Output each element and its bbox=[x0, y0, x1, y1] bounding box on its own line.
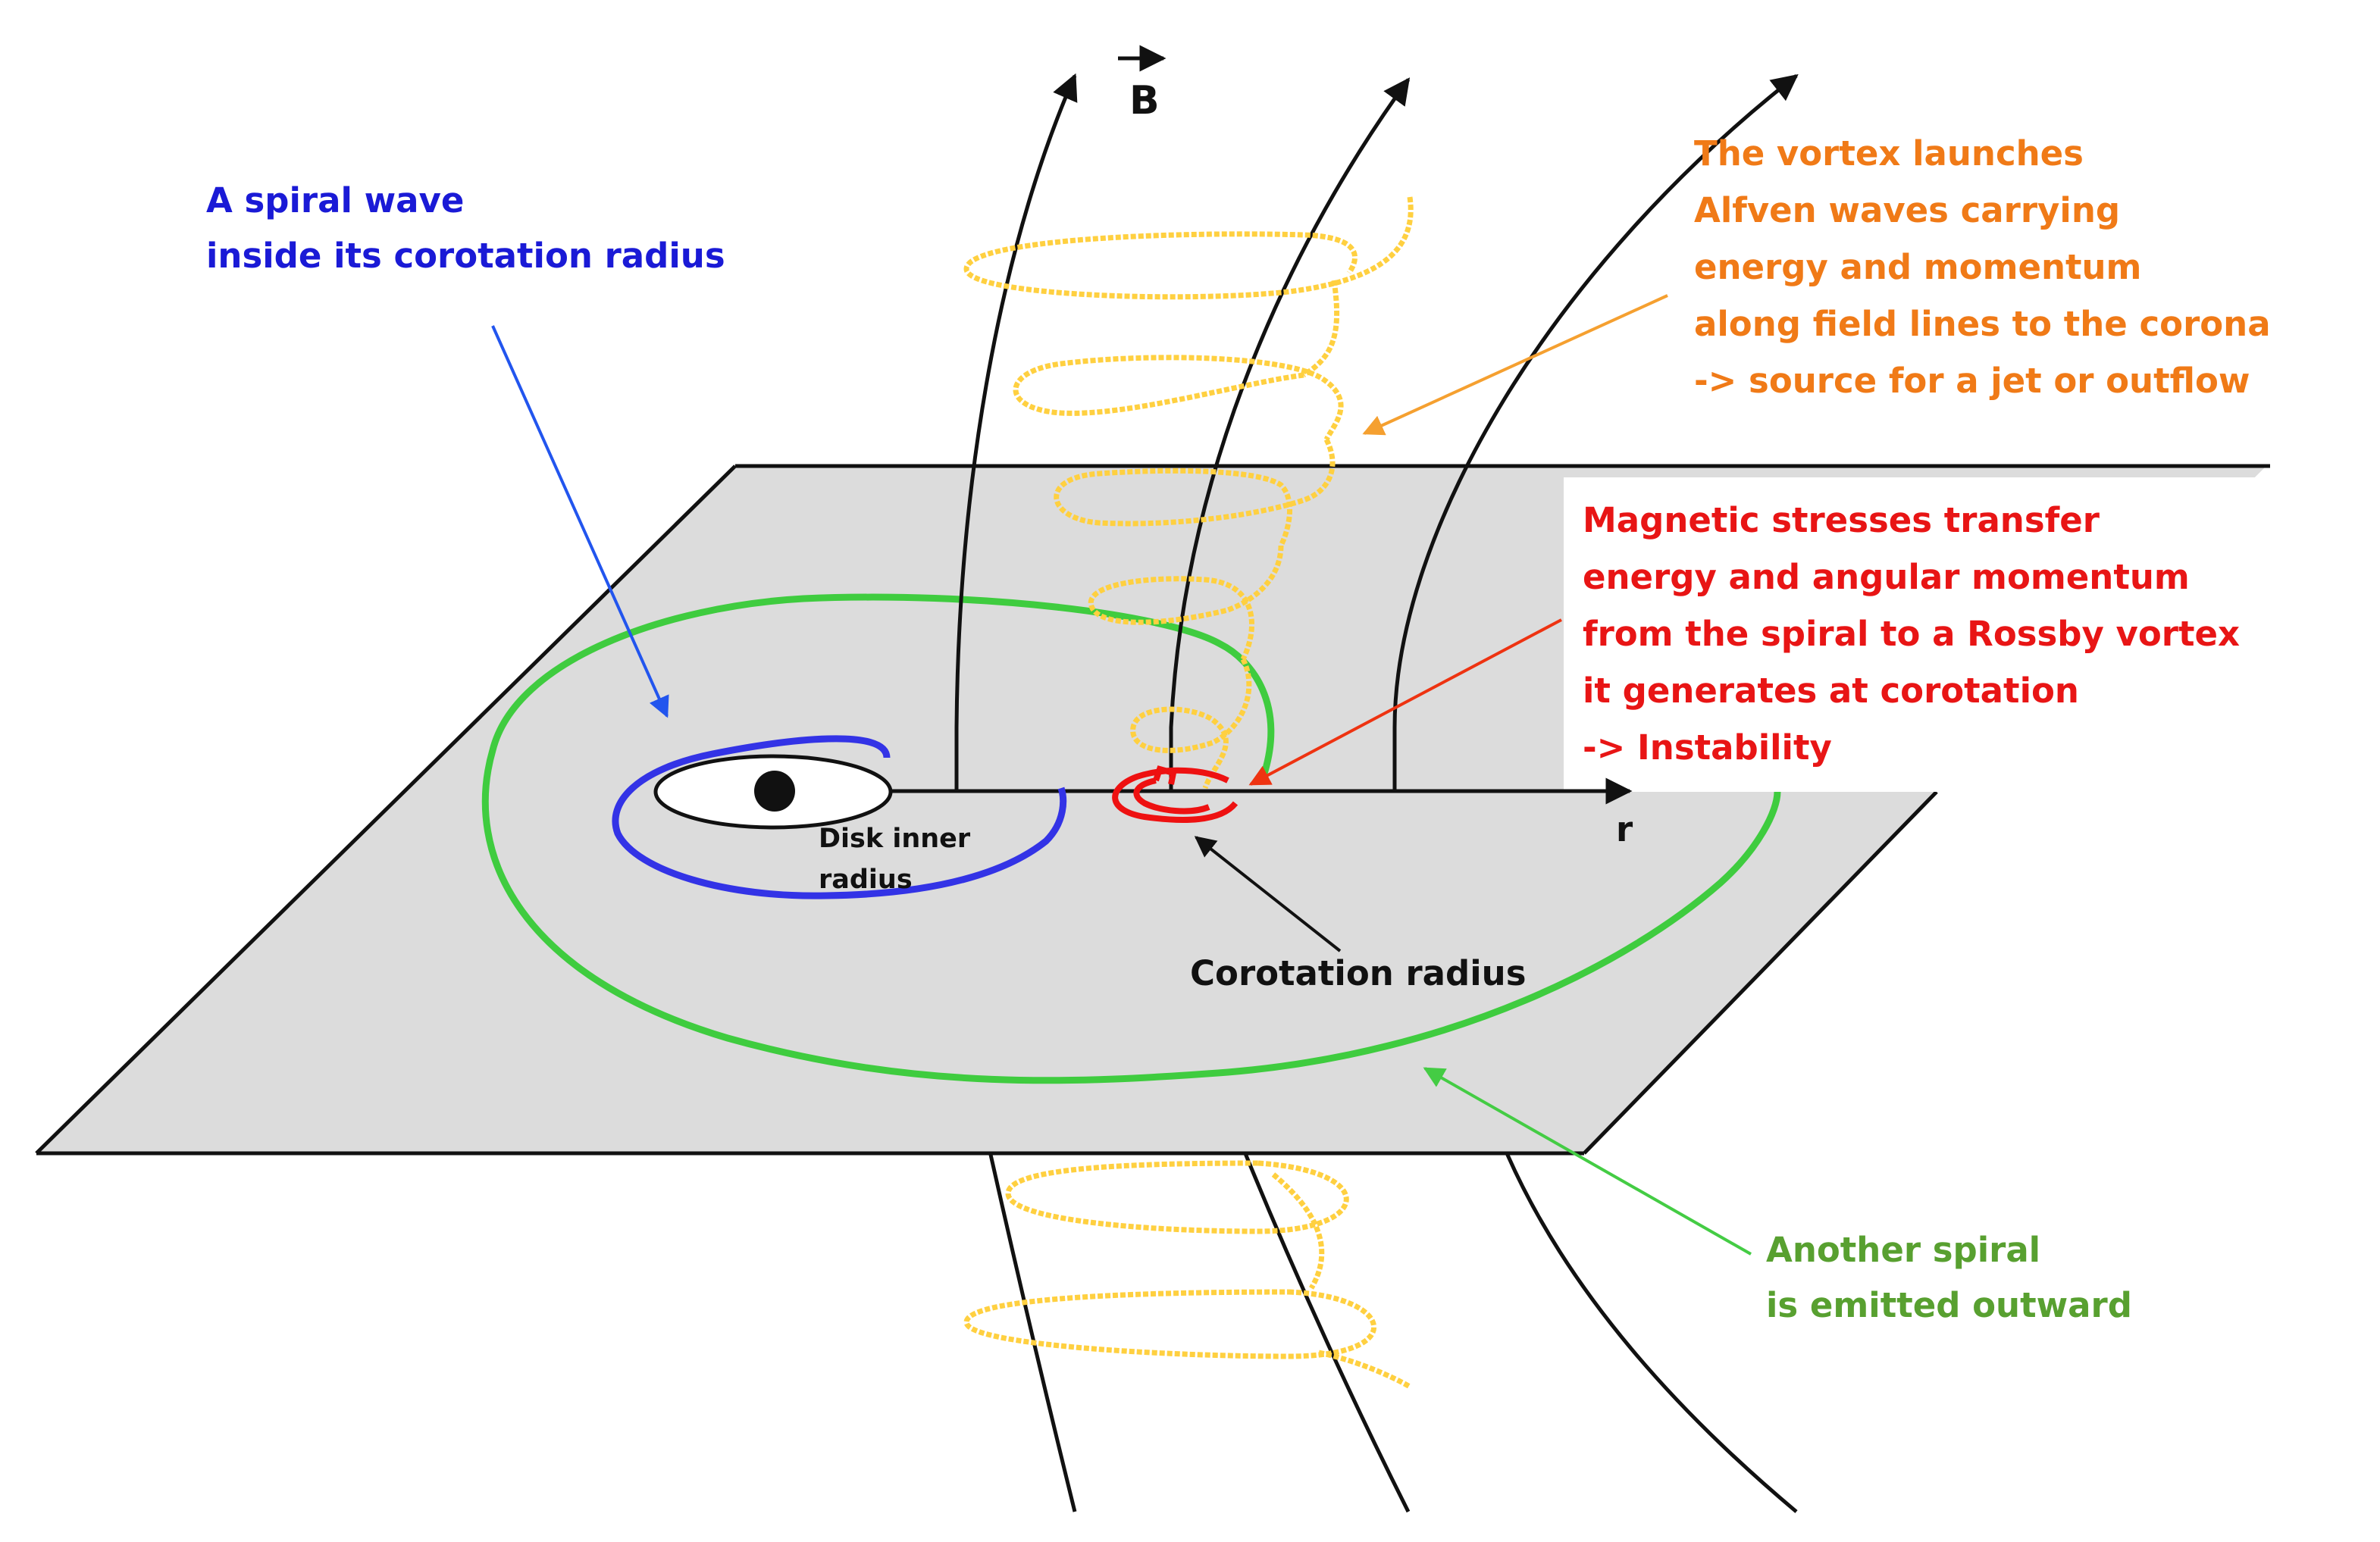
central-object bbox=[754, 771, 795, 812]
corotation-radius-label: Corotation radius bbox=[1190, 953, 1527, 993]
magnetic-label-box bbox=[1564, 477, 2369, 792]
alfven-waves-label: The vortex launches Alfven waves carryin… bbox=[1694, 133, 2282, 401]
field-line-lower-middle bbox=[1241, 1147, 1411, 1513]
magnetic-stresses-label: Magnetic stresses transfer energy and an… bbox=[1583, 500, 2252, 768]
field-line-upper-middle bbox=[1169, 77, 1411, 791]
field-lines-upper bbox=[954, 73, 1799, 791]
field-line-upper-left bbox=[954, 73, 1078, 791]
orange-pointer-arrow bbox=[1362, 294, 1668, 436]
field-line-upper-right bbox=[1392, 74, 1799, 791]
disk-right-edge bbox=[1583, 790, 1938, 1155]
green-pointer-arrow bbox=[1423, 1067, 1752, 1256]
outer-spiral bbox=[481, 593, 1781, 1084]
field-line-lower-right bbox=[1502, 1147, 1798, 1513]
vortex-helix-upper bbox=[963, 196, 1414, 790]
disk-inner-radius-label: Disk inner radius bbox=[819, 824, 979, 895]
b-field-label: B bbox=[1129, 78, 1160, 124]
blue-pointer-arrow bbox=[491, 325, 669, 718]
r-axis-label: r bbox=[1616, 809, 1633, 849]
disk-left-edge bbox=[35, 464, 737, 1155]
outer-spiral-label: Another spiral is emitted outward bbox=[1766, 1230, 2132, 1325]
red-pointer-arrow bbox=[1248, 618, 1562, 786]
inner-spiral-label: A spiral wave inside its corotation radi… bbox=[206, 180, 725, 276]
black-pointer-arrow bbox=[1194, 836, 1342, 952]
rossby-vortex bbox=[1112, 765, 1239, 823]
vortex-helix-lower bbox=[963, 1160, 1411, 1390]
field-line-lower-left bbox=[987, 1147, 1077, 1512]
inner-spiral bbox=[612, 735, 1067, 899]
field-lines-lower bbox=[987, 1147, 1798, 1513]
